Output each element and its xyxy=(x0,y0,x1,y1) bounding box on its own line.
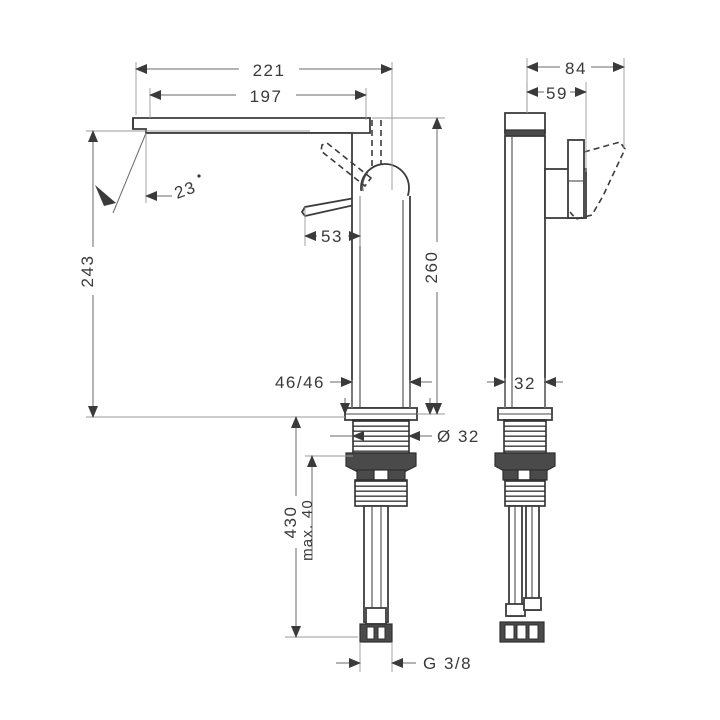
front-view-geometry xyxy=(132,117,418,643)
dimension-handle-depth: 59 xyxy=(526,82,587,172)
dim-label-4646: 46/46 xyxy=(275,373,325,392)
side-fitting-slot-2 xyxy=(516,624,527,640)
column-body xyxy=(351,190,411,409)
dimension-counter-thickness: max. 40 xyxy=(299,455,353,561)
dim-label-243: 243 xyxy=(78,255,97,288)
dim-label-59: 59 xyxy=(546,84,568,103)
dim-label-d32: Ø 32 xyxy=(437,427,480,446)
dimension-spout-reach-inner: 197 xyxy=(149,87,367,120)
dimension-spout-height: 243 xyxy=(78,130,345,418)
dimension-column-width: 32 xyxy=(487,374,563,408)
dim-label-max40: max. 40 xyxy=(299,499,316,561)
side-fitting-slot-3 xyxy=(528,624,539,640)
dim-label-221: 221 xyxy=(253,61,286,80)
side-threaded-shank-upper xyxy=(503,419,547,454)
dimension-hose-length: 430 xyxy=(281,416,358,638)
degree-symbol-icon xyxy=(197,174,201,178)
dim-label-53: 53 xyxy=(321,227,343,246)
dim-label-260: 260 xyxy=(422,251,441,284)
dim-label-23: 23 xyxy=(172,177,199,202)
dim-label-430: 430 xyxy=(281,506,300,539)
dim-label-32: 32 xyxy=(514,374,536,393)
side-mounting-nut xyxy=(494,452,556,473)
dimension-handle-offset: 53 xyxy=(304,196,361,246)
side-threaded-shank-lower xyxy=(504,479,546,507)
dimension-spout-angle: 23 xyxy=(95,132,201,214)
angle-leader-line xyxy=(112,132,147,214)
dimension-thread-size: G 3/8 xyxy=(336,642,472,673)
side-handle xyxy=(567,139,585,219)
supply-hose xyxy=(363,505,389,623)
fitting-slot-left xyxy=(366,626,375,640)
threaded-shank-upper xyxy=(352,419,410,454)
hose-ferrule xyxy=(365,607,387,625)
thread-fitting-g38 xyxy=(359,623,393,643)
dimension-spout-reach-total: 221 xyxy=(135,61,393,190)
dimension-shank-diameter: Ø 32 xyxy=(330,427,480,446)
side-ferrule-left xyxy=(505,603,526,617)
dim-label-g38: G 3/8 xyxy=(423,654,472,673)
dim-label-84: 84 xyxy=(565,59,587,78)
dim-label-197: 197 xyxy=(250,87,283,106)
lever-handle-raised xyxy=(320,142,373,188)
dimension-handle-clearance: 46/46 xyxy=(275,373,435,415)
side-fitting-slot-1 xyxy=(504,624,515,640)
side-view-geometry xyxy=(494,112,626,643)
side-ferrule-right xyxy=(523,597,542,611)
spout-lower-edge xyxy=(146,132,353,190)
fitting-slot-right xyxy=(377,626,386,640)
angle-arrow xyxy=(95,185,116,206)
threaded-shank-lower xyxy=(354,479,408,507)
dimension-body-height: 260 xyxy=(372,117,445,415)
mounting-nut xyxy=(345,452,417,473)
side-column-body xyxy=(504,135,546,409)
